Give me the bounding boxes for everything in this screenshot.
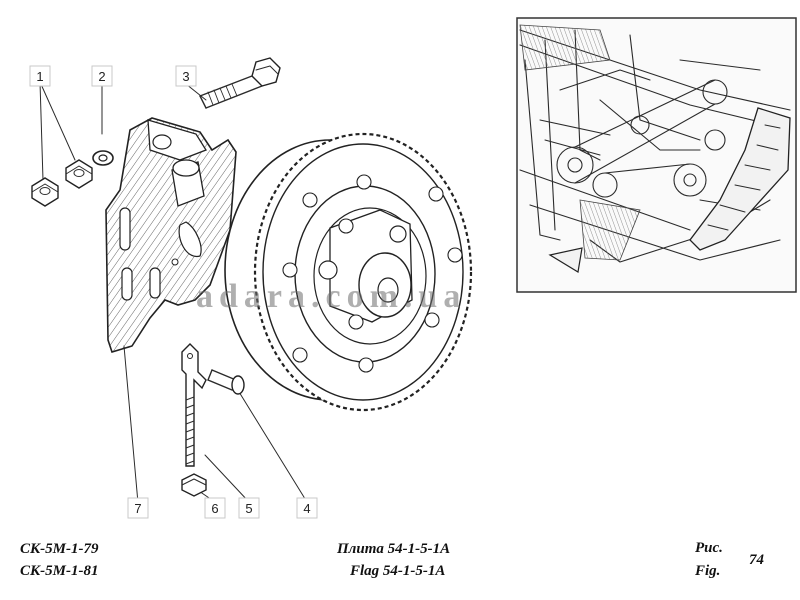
catalog-code-1: СК-5М-1-79 <box>20 541 99 557</box>
inset-machine-view <box>516 17 797 293</box>
sprocket-wheel <box>224 132 473 412</box>
watermark: adara.com.ua <box>196 278 467 315</box>
catalog-code-2: СК-5М-1-81 <box>20 563 99 579</box>
bolt-long <box>199 57 281 109</box>
figure-label-ru: Рис. <box>695 540 723 556</box>
figure-number: 74 <box>749 552 764 568</box>
nut-small <box>31 177 59 207</box>
callout-5-label: 5 <box>245 501 252 516</box>
callout-2: 2 <box>91 65 113 87</box>
part-title-en: Flag 54-1-5-1А <box>350 563 446 579</box>
washer <box>92 150 114 166</box>
part-title-ru: Плита 54-1-5-1А <box>337 541 451 557</box>
callout-6-label: 6 <box>211 501 218 516</box>
mounting-plate <box>105 117 237 353</box>
callout-7: 7 <box>127 497 149 519</box>
callout-6: 6 <box>204 497 226 519</box>
nut-hook <box>181 473 207 497</box>
inset-guard-plate <box>689 107 791 251</box>
callout-2-label: 2 <box>98 69 105 84</box>
callout-4: 4 <box>296 497 318 519</box>
callout-3: 3 <box>175 65 197 87</box>
callout-1-label: 1 <box>36 69 43 84</box>
figure-label-en: Fig. <box>695 563 721 579</box>
callout-3-label: 3 <box>182 69 189 84</box>
hook-bolt <box>181 343 207 467</box>
callout-7-label: 7 <box>134 501 141 516</box>
bolt-short <box>207 369 245 395</box>
nut-large <box>65 159 93 189</box>
callout-1: 1 <box>29 65 51 87</box>
callout-4-label: 4 <box>303 501 310 516</box>
callout-5: 5 <box>238 497 260 519</box>
